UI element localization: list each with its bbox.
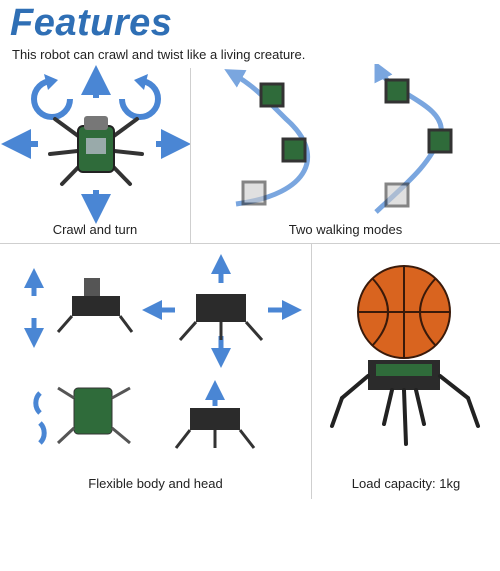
panel-walking-modes: Two walking modes — [191, 64, 500, 244]
robot-side-view-icon — [56, 278, 134, 333]
robot-top-view-icon — [48, 116, 144, 186]
robot-crouch-view-icon — [174, 408, 256, 449]
caption-crawl: Crawl and turn — [52, 222, 138, 237]
basketball-icon — [357, 265, 451, 359]
rotate-left-arrow-icon — [31, 78, 73, 120]
flexible-illustration — [24, 254, 302, 449]
caption-flexible: Flexible body and head — [88, 476, 223, 491]
robot-iso-view-icon — [178, 294, 264, 341]
walking-illustration — [224, 64, 453, 214]
caption-load: Load capacity: 1kg — [351, 476, 461, 491]
rotate-right-arrow-icon — [119, 78, 161, 120]
curved-path-arrow-icon — [224, 69, 311, 207]
load-illustration — [330, 265, 480, 446]
divider-vertical-top — [190, 68, 191, 243]
caption-walking: Two walking modes — [288, 222, 403, 237]
divider-vertical-bottom — [311, 244, 312, 499]
page-title: Features — [10, 2, 173, 44]
crawl-illustration — [0, 65, 190, 224]
robot-walking-1-icon — [241, 82, 307, 206]
robot-walking-2-icon — [384, 78, 453, 208]
page-subtitle: This robot can crawl and twist like a li… — [12, 47, 306, 62]
robot-carrying-icon — [330, 360, 480, 446]
panel-flexible-body: Flexible body and head — [0, 248, 311, 498]
panel-crawl-and-turn: Crawl and turn — [0, 64, 190, 244]
robot-twist-view-icon — [56, 386, 131, 445]
rotate-arrow-icon — [33, 391, 42, 415]
panel-load-capacity: Load capacity: 1kg — [312, 248, 500, 498]
divider-horizontal — [0, 243, 500, 244]
